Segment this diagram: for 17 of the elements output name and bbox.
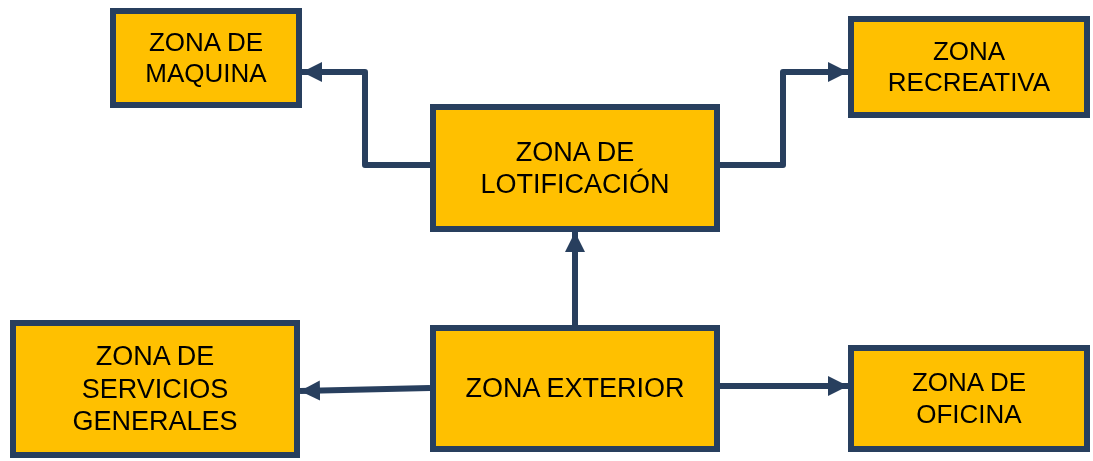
zone-label: ZONA DE MAQUINA bbox=[144, 26, 268, 90]
zone-label: ZONA RECREATIVA bbox=[886, 35, 1052, 99]
arrow bbox=[299, 380, 431, 401]
arrow bbox=[720, 376, 848, 396]
zone-label: ZONA DE OFICINA bbox=[910, 367, 1028, 430]
zone-label: ZONA EXTERIOR bbox=[465, 372, 685, 405]
zone-label: ZONA DE LOTIFICACIÓN bbox=[479, 135, 671, 201]
arrow bbox=[720, 62, 848, 168]
zone-box bbox=[10, 320, 300, 458]
zone-label: ZONA DE SERVICIOS GENERALES bbox=[71, 340, 239, 438]
arrow bbox=[565, 232, 585, 325]
zone-box bbox=[110, 8, 302, 108]
arrow bbox=[302, 62, 430, 168]
zone-box bbox=[848, 345, 1090, 452]
zone-box bbox=[430, 325, 720, 452]
zone-box bbox=[848, 16, 1090, 118]
zone-box bbox=[430, 104, 720, 232]
